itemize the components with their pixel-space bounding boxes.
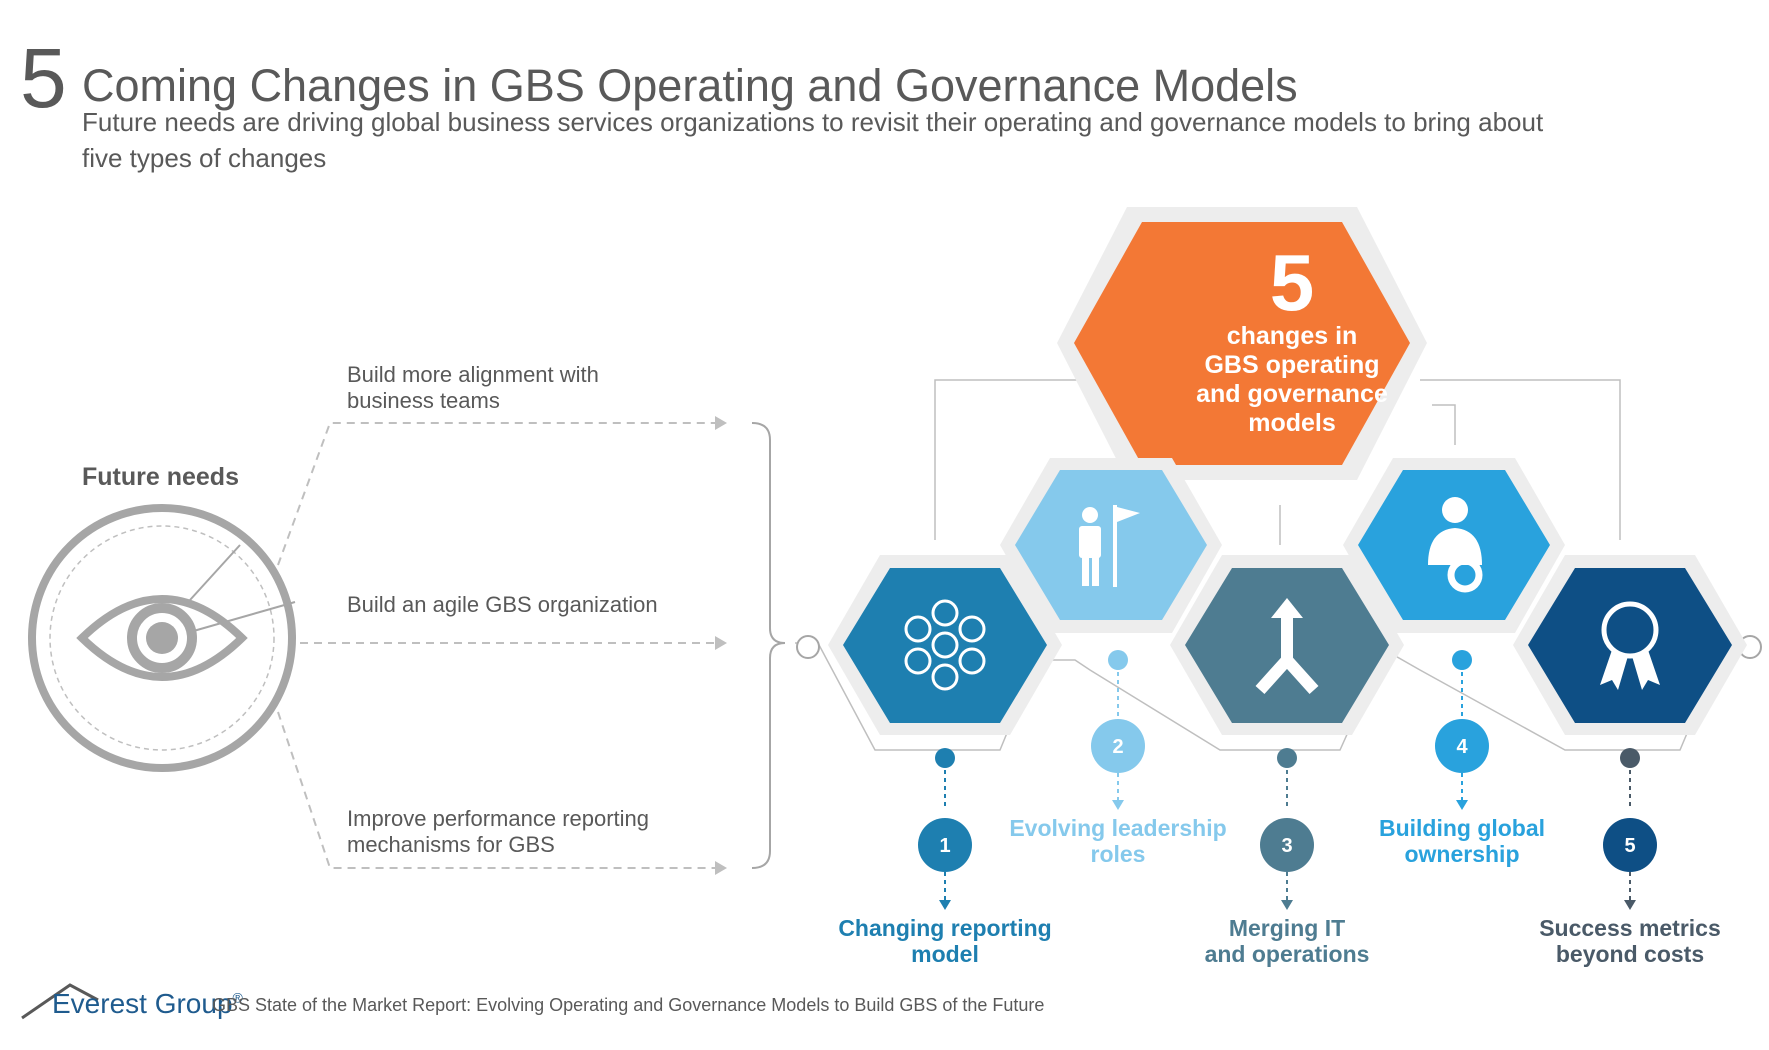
change-label-4-line-1: Building global [1378,815,1546,841]
person-flag-icon [1079,505,1140,587]
people-network-icon [904,599,986,691]
change-label-3-line-2: and operations [1204,941,1370,967]
weave-line [795,642,1750,751]
need-item-1-line-2: business teams [347,388,500,413]
person-gear-icon [1428,497,1483,593]
center-line-2: GBS operating [1204,351,1379,379]
need-item-1-line-1: Build more alignment with [347,362,599,387]
hexagon-2 [1000,458,1222,633]
change-label-2: Evolving leadership roles [998,815,1238,867]
eye-circle-icon [28,504,296,772]
change-label-4-line-2: ownership [1404,841,1520,867]
change-label-1-line-1: Changing reporting [838,915,1052,941]
change-label-4: Building global ownership [1342,815,1582,867]
need-item-2: Build an agile GBS organization [347,592,658,618]
footer-brand-name: Everest Group [52,988,233,1019]
change-label-3: Merging IT and operations [1167,915,1407,967]
change-number-3: 3 [1281,835,1292,857]
center-number: 5 [1270,238,1315,327]
page-subtitle: Future needs are driving global business… [82,107,1544,173]
everest-mountain-icon [21,983,99,1020]
footer-report: GBS State of the Market Report: Evolving… [212,995,1045,1015]
need-item-3-line-1: Improve performance reporting [347,806,650,831]
change-label-5-line-2: beyond costs [1555,941,1705,967]
left-end-node [796,635,820,659]
need-connectors [277,422,715,869]
change-label-2-line-1: Evolving leadership [1009,815,1227,841]
change-number-2: 2 [1112,736,1123,758]
need-item-2-line-1: Build an agile GBS organization [347,592,658,617]
change-label-5-line-1: Success metrics [1539,915,1721,941]
footer-registered: ® [232,989,243,1006]
header-number: 5 [20,31,67,125]
merge-arrows-icon [1255,598,1319,695]
change-number-5: 5 [1624,835,1635,857]
hexagon-5 [1513,555,1747,735]
change-number-1: 1 [939,835,950,857]
need-item-3-line-2: mechanisms for GBS [347,832,555,857]
hexagon-1 [828,555,1062,735]
change-markers [918,650,1657,910]
change-label-1: Changing reporting model [825,915,1065,967]
dollar-ribbon-icon [1600,601,1660,690]
need-item-1: Build more alignment with business teams [347,362,599,414]
needs-title: Future needs [82,463,239,491]
bracket [751,422,786,869]
change-label-3-line-1: Merging IT [1228,915,1346,941]
page-title: Coming Changes in GBS Operating and Gove… [82,60,1298,111]
change-label-1-line-2: model [911,941,979,967]
change-label-5: Success metrics beyond costs [1510,915,1750,967]
center-hexagon [1057,207,1427,480]
change-number-4: 4 [1456,736,1468,758]
change-label-2-line-2: roles [1090,841,1146,867]
center-line-1: changes in [1227,322,1358,350]
center-line-4: models [1248,409,1336,437]
need-item-3: Improve performance reporting mechanisms… [347,806,649,858]
need-arrowheads [715,416,727,875]
center-line-3: and governance [1196,380,1388,408]
footer-brand: Everest Group® [52,988,243,1020]
